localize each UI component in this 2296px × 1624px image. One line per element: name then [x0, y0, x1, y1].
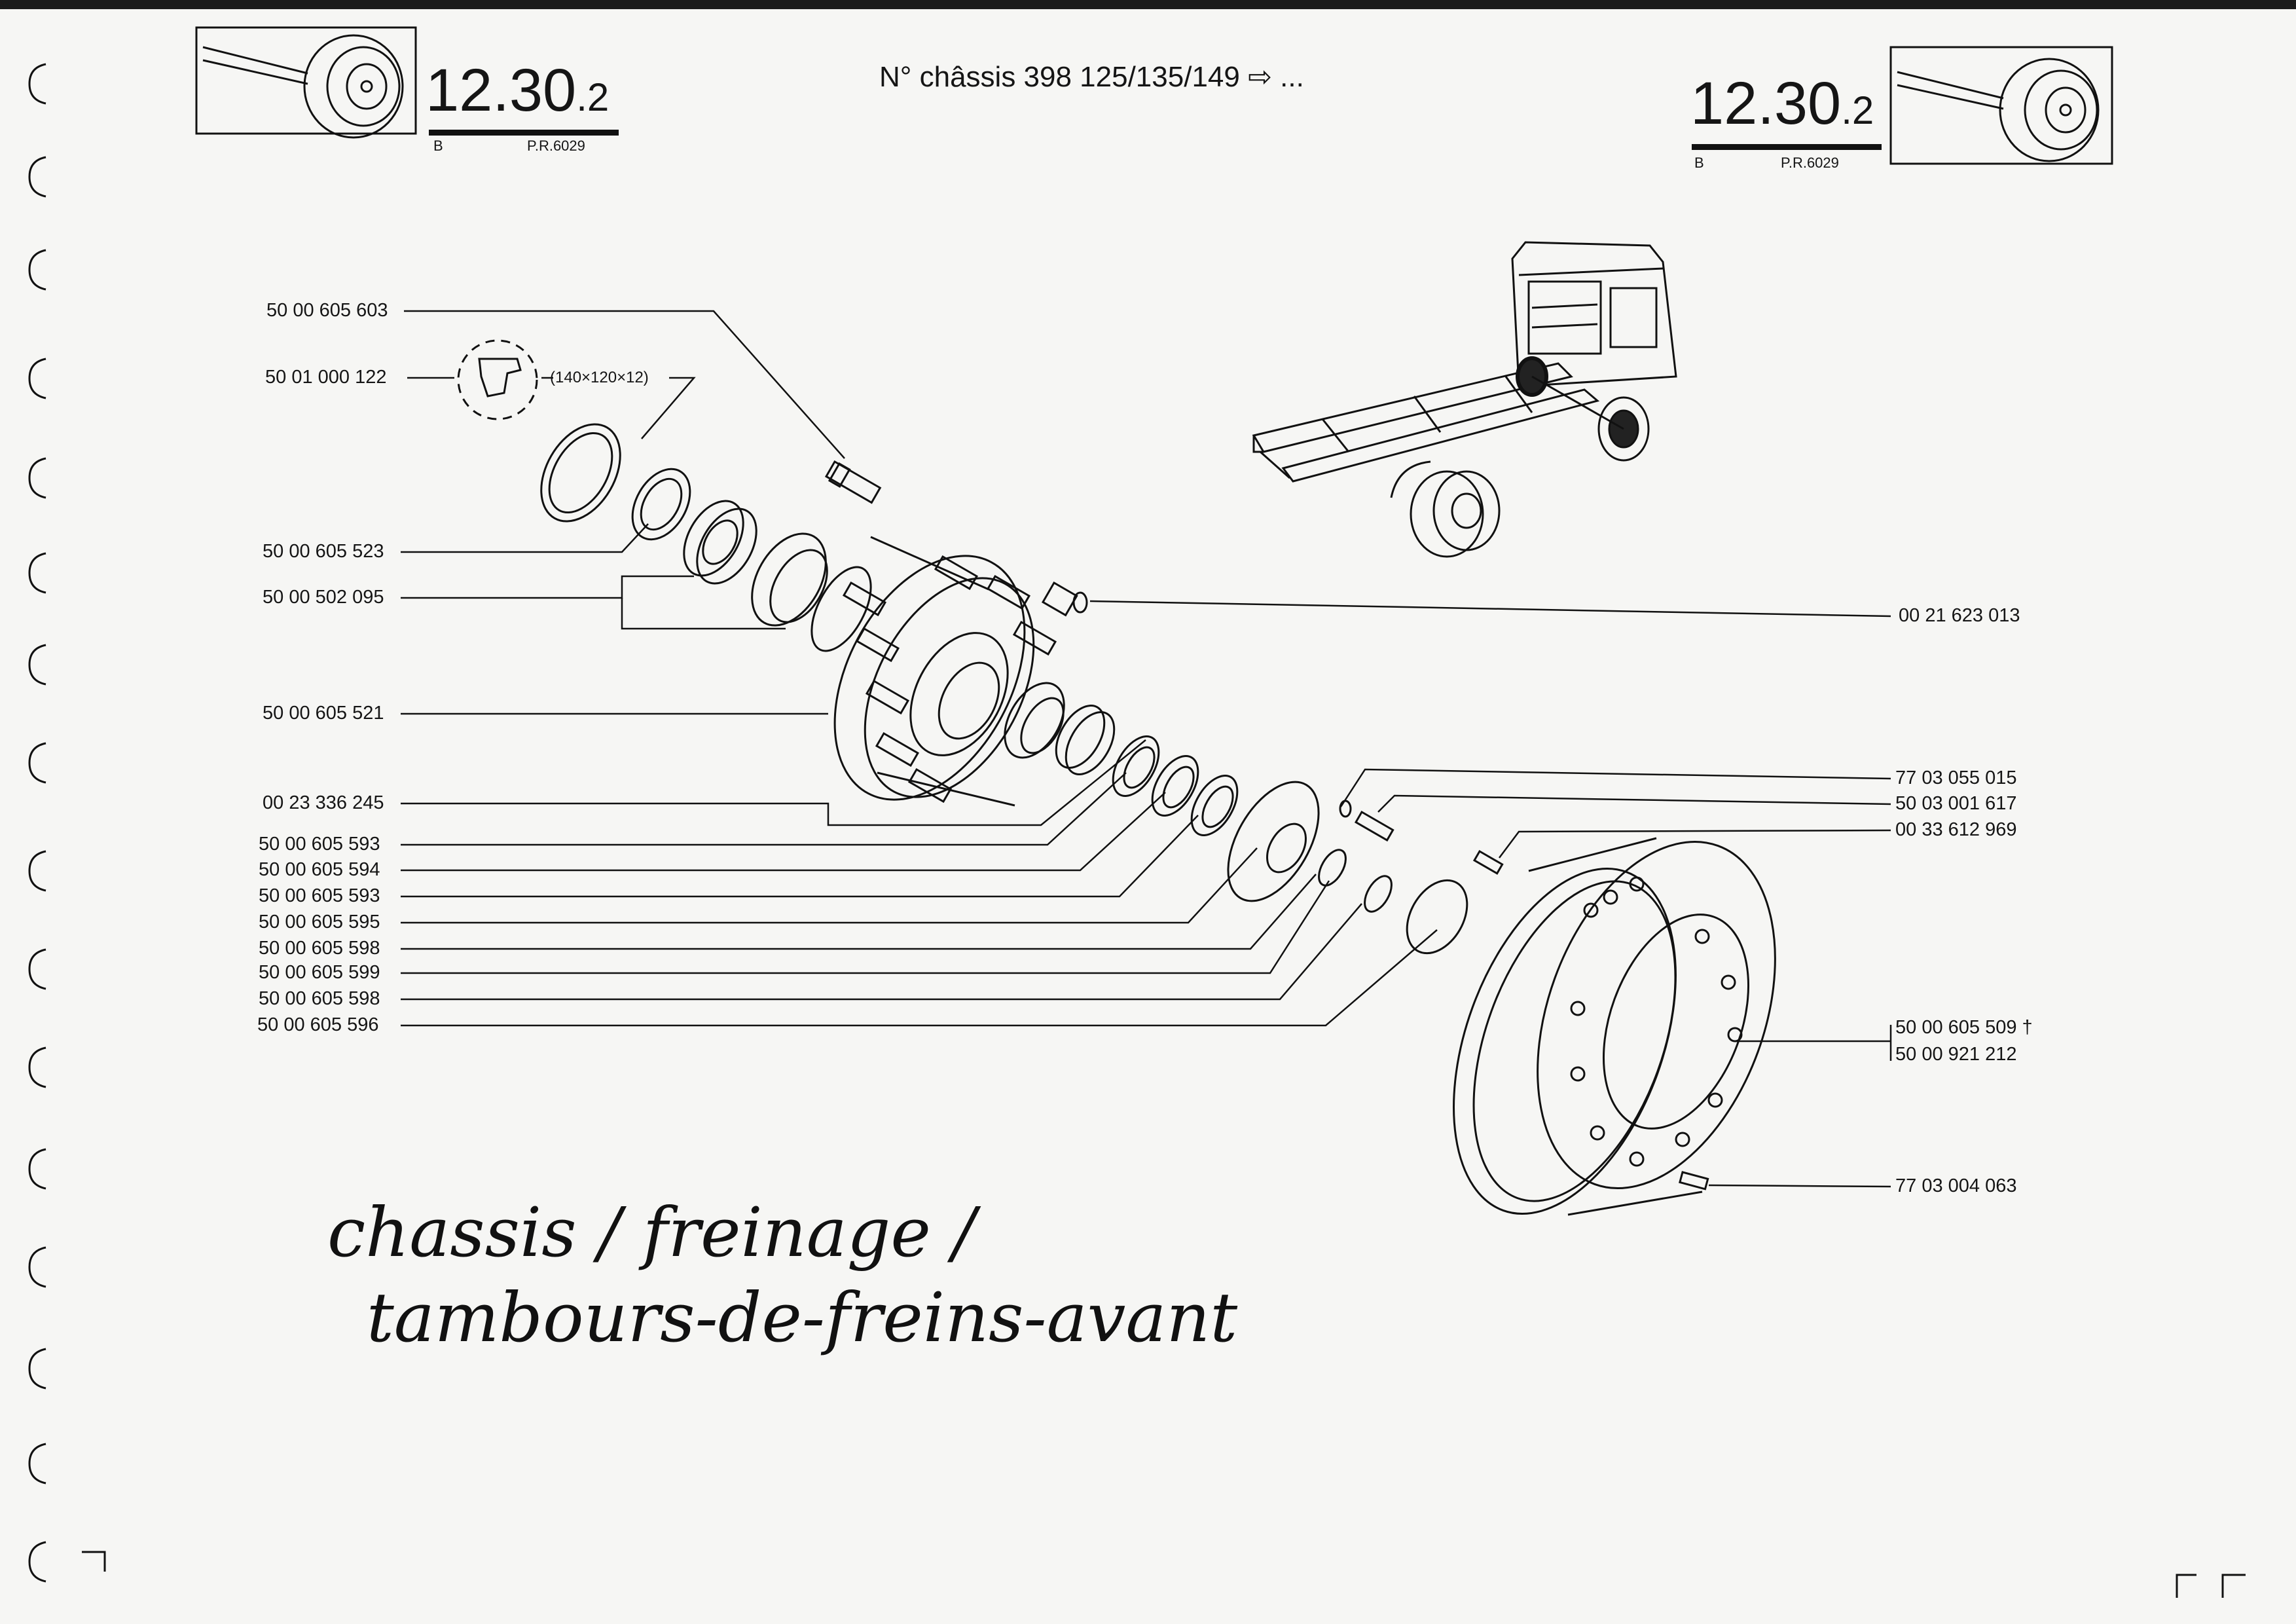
- seal-dimension: (140×120×12): [550, 369, 649, 386]
- part-number: 50 00 605 509 †: [1895, 1017, 2033, 1038]
- truck-chassis-icon: [1252, 241, 1677, 558]
- crop-mark: [2176, 1574, 2196, 1598]
- reference-right: P.R.6029: [1781, 155, 1839, 171]
- shim-ring: [1364, 875, 1393, 913]
- bearing-cup: [751, 532, 828, 627]
- lock-nut: [1190, 774, 1239, 837]
- wheel-stud: [824, 460, 882, 504]
- bearing-race: [631, 468, 691, 541]
- bearing-cup-rear: [1004, 682, 1065, 759]
- part-number: 50 00 605 593: [259, 834, 380, 855]
- part-number: 00 33 612 969: [1895, 819, 2017, 840]
- seal-profile-icon: [478, 358, 522, 397]
- handwritten-note-line2: tambours-de-freins-avant: [367, 1278, 1238, 1357]
- flange-bolt: [1354, 810, 1394, 842]
- oil-seal: [540, 423, 621, 523]
- part-number: 50 00 605 596: [257, 1014, 379, 1035]
- page-top-border: [0, 0, 2296, 9]
- handwritten-note-line1: chassis / freinage /: [327, 1192, 975, 1272]
- part-number: 50 00 605 599: [259, 962, 380, 983]
- section-number-right: 12.30.2: [1690, 70, 1874, 137]
- brake-drum: [1453, 837, 1776, 1216]
- brake-drum-thumbnail-icon: [1889, 46, 2113, 165]
- part-number: 50 00 605 593: [259, 885, 380, 906]
- section-underline-left: [429, 130, 619, 136]
- part-number: 50 00 605 598: [259, 988, 380, 1009]
- roller-bearing-rear: [1055, 705, 1116, 775]
- hub-nut: [1151, 754, 1199, 817]
- seal-detail-callout: [457, 339, 538, 420]
- variant-left: B: [433, 138, 443, 154]
- part-number: 50 00 605 594: [259, 859, 380, 880]
- drive-flange: [1227, 781, 1320, 902]
- part-number: 50 00 502 095: [263, 587, 384, 608]
- brake-drum-thumbnail-icon: [195, 26, 417, 139]
- part-number: 50 00 921 212: [1895, 1044, 2017, 1065]
- roller-bearing: [683, 500, 757, 585]
- part-number: 50 00 605 603: [266, 300, 388, 321]
- part-number: 50 00 605 523: [263, 541, 384, 562]
- section-number-left: 12.30.2: [426, 57, 610, 124]
- part-number: 50 03 001 617: [1895, 793, 2017, 814]
- leader-lines: [401, 310, 1892, 1188]
- part-number: 77 03 004 063: [1895, 1175, 2017, 1196]
- spring-washer: [1339, 800, 1352, 818]
- crop-mark: [2221, 1574, 2246, 1598]
- lock-washer: [1112, 735, 1160, 798]
- part-number: 50 01 000 122: [265, 367, 387, 388]
- drum-screw: [1472, 849, 1504, 875]
- part-number: 50 00 605 521: [263, 703, 384, 724]
- reference-left: P.R.6029: [527, 138, 585, 154]
- part-number: 77 03 055 015: [1895, 767, 2017, 788]
- circlip: [1318, 849, 1347, 887]
- section-underline-right: [1692, 144, 1882, 150]
- part-number: 00 21 623 013: [1899, 605, 2020, 626]
- variant-right: B: [1694, 155, 1704, 171]
- crop-mark: [82, 1551, 106, 1572]
- part-number: 00 23 336 245: [263, 792, 384, 813]
- hub-cap: [1406, 879, 1468, 955]
- wheel-hub: [811, 536, 1057, 807]
- binder-holes: [28, 63, 46, 1583]
- wheel-nut: [1041, 581, 1088, 617]
- part-number: 50 00 605 595: [259, 912, 380, 932]
- chassis-number-title: N° châssis 398 125/135/149 ⇨ ...: [879, 61, 1304, 93]
- part-number: 50 00 605 598: [259, 938, 380, 959]
- drum-fixing-screw: [1679, 1171, 1709, 1190]
